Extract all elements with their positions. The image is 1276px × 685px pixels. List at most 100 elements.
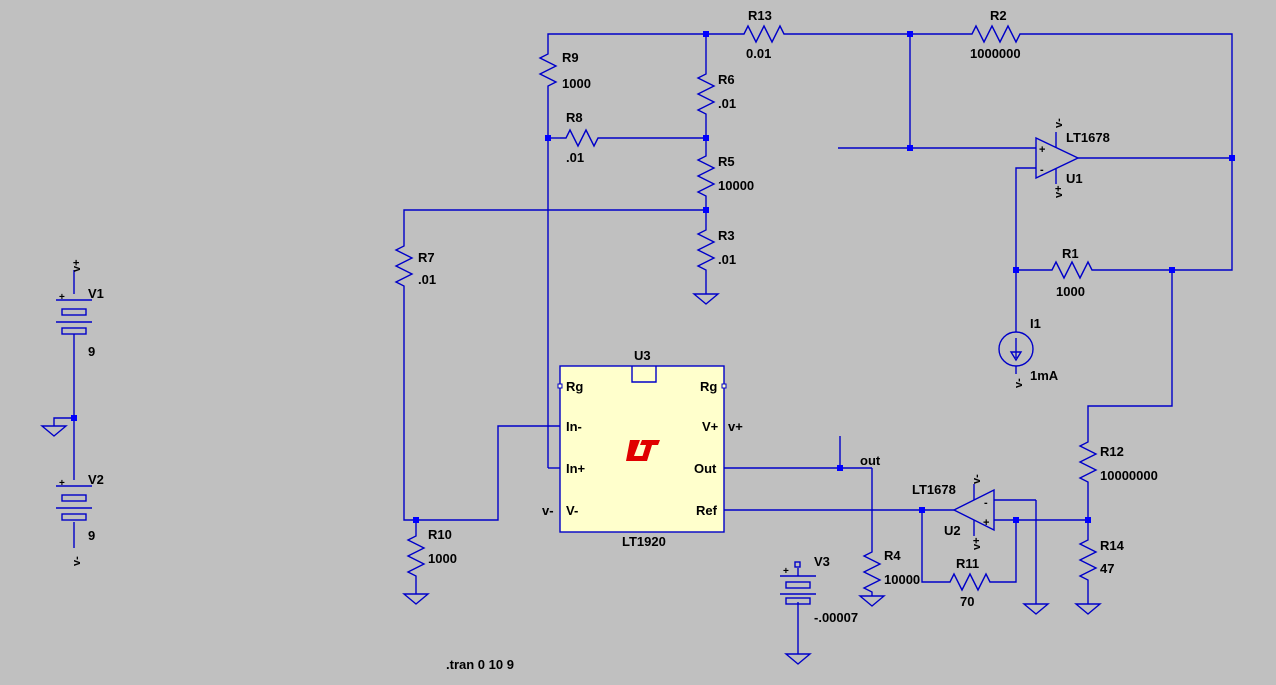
resistor-r4[interactable]: R4 10000 [862, 546, 920, 594]
junctions [71, 31, 1235, 523]
junction-dot [71, 415, 77, 421]
inamp-u3[interactable]: U3 LT1920 Rg Rg In- In+ V- V+ Out Ref v+… [542, 348, 743, 549]
junction-dot [703, 31, 709, 37]
r2-name: R2 [990, 8, 1007, 23]
wire-u2-fb [994, 520, 1017, 583]
r2-value: 1000000 [970, 46, 1021, 61]
inamp-part: LT1920 [622, 534, 666, 549]
resistor-r9[interactable]: R9 1000 [538, 48, 591, 100]
opamp-u2[interactable]: - + v- v+ LT1678 U2 [912, 474, 995, 550]
u1-vneg-label: v- [1053, 118, 1065, 128]
lt-logo-icon [626, 440, 660, 461]
wires [53, 33, 1233, 654]
r7-name: R7 [418, 250, 435, 265]
u2-part: LT1678 [912, 482, 956, 497]
resistor-r10[interactable]: R10 1000 [406, 527, 457, 578]
r6-value: .01 [718, 96, 736, 111]
pin-vneg: V- [566, 503, 578, 518]
r14-name: R14 [1100, 538, 1125, 553]
resistor-r8[interactable]: R8 .01 [560, 110, 600, 165]
svg-text:+: + [59, 292, 65, 303]
u2-vneg-label: v- [971, 474, 983, 484]
svg-text:+: + [59, 478, 65, 489]
resistor-r11[interactable]: R11 70 [944, 556, 994, 609]
r9-name: R9 [562, 50, 579, 65]
wire-gnd-left [53, 417, 74, 426]
i1-net: v- [1013, 378, 1025, 388]
wire-top-left [547, 33, 738, 48]
u2-vpos-label: v+ [971, 537, 983, 550]
ground-icon [692, 293, 720, 305]
pin-ref: Ref [696, 503, 718, 518]
resistor-r5[interactable]: R5 10000 [696, 150, 754, 198]
v2-name: V2 [88, 472, 104, 487]
resistor-r3[interactable]: R3 .01 [696, 224, 736, 272]
net-label-out: out [860, 453, 881, 468]
pin-out: Out [694, 461, 717, 476]
spice-directive[interactable]: .tran 0 10 9 [446, 657, 514, 672]
battery-v1[interactable]: + V1 9 v+ [56, 259, 104, 359]
u1-part: LT1678 [1066, 130, 1110, 145]
pin-rg-right: Rg [700, 379, 717, 394]
r4-name: R4 [884, 548, 901, 563]
ground-icon [1022, 603, 1050, 615]
r3-name: R3 [718, 228, 735, 243]
resistor-r1[interactable]: R1 1000 [1046, 246, 1096, 299]
r1-name: R1 [1062, 246, 1079, 261]
v2-net: v- [71, 556, 83, 566]
wire-r11-left [921, 510, 944, 583]
r6-name: R6 [718, 72, 735, 87]
battery-v3[interactable]: + V3 -.00007 [780, 554, 858, 625]
junction-dot [907, 31, 913, 37]
ground-icon [858, 595, 886, 607]
current-source-i1[interactable]: I1 1mA v- [998, 316, 1059, 388]
ground-icon [784, 653, 812, 665]
pin-vpos: V+ [702, 419, 719, 434]
r11-value: 70 [960, 594, 974, 609]
grounds [40, 290, 1102, 665]
inamp-ref: U3 [634, 348, 651, 363]
r12-value: 10000000 [1100, 468, 1158, 483]
junction-dot [703, 135, 709, 141]
i1-value: 1mA [1030, 368, 1059, 383]
ground-icon [40, 425, 68, 437]
r1-value: 1000 [1056, 284, 1085, 299]
battery-v2[interactable]: + V2 9 v- [56, 472, 104, 566]
v1-name: V1 [88, 286, 104, 301]
inamp-vneg-net: v- [542, 503, 554, 518]
r13-value: 0.01 [746, 46, 771, 61]
r7-value: .01 [418, 272, 436, 287]
junction-dot [1169, 267, 1175, 273]
junction-dot [1085, 517, 1091, 523]
junction-dot [545, 135, 551, 141]
wire-r7-top [403, 209, 706, 240]
resistor-r13[interactable]: R13 0.01 [738, 8, 788, 61]
v3-value: -.00007 [814, 610, 858, 625]
junction-dot [907, 145, 913, 151]
ground-icon [1074, 603, 1102, 615]
r9-value: 1000 [562, 76, 591, 91]
v1-net: v+ [71, 259, 83, 272]
resistor-r6[interactable]: R6 .01 [696, 68, 736, 118]
r14-value: 47 [1100, 561, 1114, 576]
wire-r7-bottom [403, 290, 416, 521]
pin-rg-left: Rg [566, 379, 583, 394]
opamp-u1[interactable]: + - v- v+ LT1678 U1 [1035, 118, 1110, 198]
v3-name: V3 [814, 554, 830, 569]
pin-in-plus: In+ [566, 461, 586, 476]
resistor-r7[interactable]: R7 .01 [394, 240, 436, 290]
junction-dot [703, 207, 709, 213]
inamp-vpos-net: v+ [728, 419, 743, 434]
resistor-r2[interactable]: R2 1000000 [965, 8, 1030, 61]
resistor-r12[interactable]: R12 10000000 [1078, 436, 1158, 486]
junction-dot [919, 507, 925, 513]
resistor-r14[interactable]: R14 47 [1078, 534, 1125, 582]
svg-text:+: + [1039, 144, 1045, 156]
r10-value: 1000 [428, 551, 457, 566]
r8-name: R8 [566, 110, 583, 125]
r12-name: R12 [1100, 444, 1124, 459]
i1-name: I1 [1030, 316, 1041, 331]
inamp-body [559, 365, 725, 533]
wire-r12-top [1087, 270, 1173, 436]
